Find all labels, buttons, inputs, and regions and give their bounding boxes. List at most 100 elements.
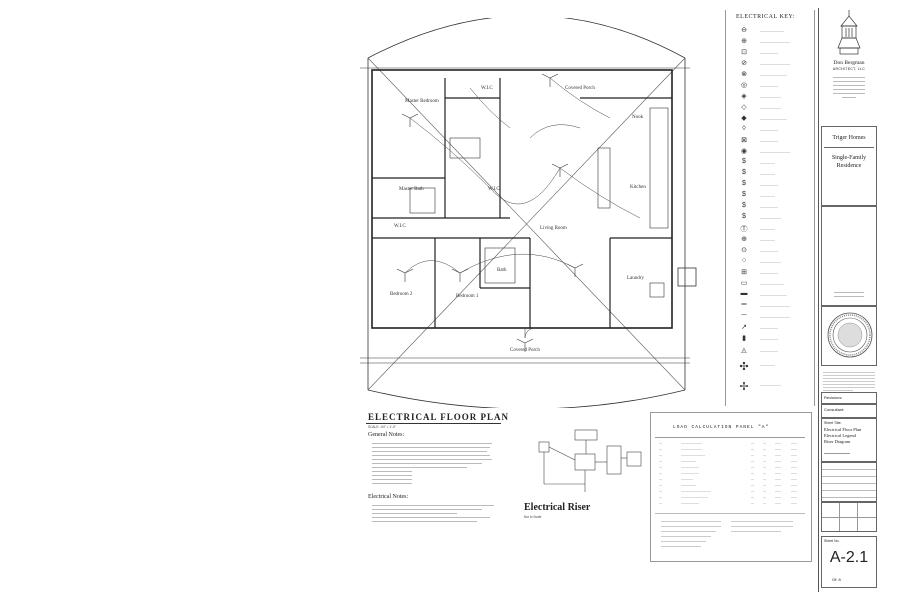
tv-outlet-icon: ◆ xyxy=(741,115,747,122)
key-row: ◈——————— xyxy=(728,92,814,102)
room-label-wic-3: W.I.C xyxy=(394,224,406,229)
riser-scale: Not to Scale xyxy=(524,515,542,519)
sheet-number-label: Sheet No. xyxy=(824,539,840,543)
electrical-notes-heading: Electrical Notes: xyxy=(368,494,409,500)
consultant-box: Consultant: xyxy=(821,404,877,418)
plan-title: ELECTRICAL FLOOR PLAN xyxy=(368,412,510,422)
ceiling-fan-icon: ✣ xyxy=(739,361,749,373)
key-row: ◬—————— xyxy=(728,346,814,356)
table-row: ————————————— xyxy=(659,501,797,505)
sheet-of: Of: 8 xyxy=(832,577,841,582)
firm-logo-cupola-icon xyxy=(837,10,861,55)
key-row: ▮—————— xyxy=(728,334,814,344)
sheet-title-line3: Riser Diagram xyxy=(824,439,851,444)
key-row: $——————— xyxy=(728,213,814,223)
panel-summary-rule xyxy=(655,513,805,514)
client-rule xyxy=(824,147,874,148)
room-label-laundry: Laundry xyxy=(627,276,644,281)
room-label-kitchen: Kitchen xyxy=(630,185,646,190)
sheet-title-line2: Electrical Legend xyxy=(824,433,856,438)
panel-summary-right xyxy=(731,517,801,532)
key-row: ◆————————— xyxy=(728,114,814,124)
key-row: ○——————— xyxy=(728,257,814,267)
room-label-bedroom-1: Bedroom 1 xyxy=(456,294,479,299)
key-row: ⊗————————— xyxy=(728,70,814,80)
recessed-light-icon: ○ xyxy=(741,257,747,264)
key-row: ═—————————— xyxy=(728,301,814,311)
sheet-title-line1: Electrical Floor Plan xyxy=(824,427,862,432)
room-label-nook: Nook xyxy=(632,115,644,120)
project-address-lines xyxy=(834,289,864,297)
notes-grid-box xyxy=(821,462,877,502)
key-row: Ⓣ————— xyxy=(728,224,814,234)
panel-table-rule xyxy=(655,437,805,438)
dimmer-switch-icon: $ xyxy=(742,191,746,198)
key-row: $————— xyxy=(728,158,814,168)
key-row: ⊞—————— xyxy=(728,268,814,278)
general-notes-heading: General Notes: xyxy=(368,432,405,438)
dryer-outlet-icon: ◈ xyxy=(741,93,747,100)
key-row: ◎—————— xyxy=(728,81,814,91)
single-switch-icon: $ xyxy=(742,158,746,165)
table-row: ———————————————— xyxy=(659,495,797,499)
room-label-wic-1: W.I.C xyxy=(481,86,493,91)
key-row: $————— xyxy=(728,169,814,179)
electrical-riser-diagram xyxy=(538,429,642,492)
seal-box xyxy=(821,306,877,366)
revisions-label: Revisions: xyxy=(824,395,843,400)
ceiling-light-icon: ⊕ xyxy=(741,236,747,243)
title-block: Don Bergman ARCHITECT, LLC Triger Homes … xyxy=(818,8,879,592)
room-label-wic-2: W.I.C xyxy=(488,187,500,192)
key-row: ⊕————— xyxy=(728,235,814,245)
electrical-floor-plan-drawing xyxy=(360,18,697,408)
key-row: ─—————————— xyxy=(728,312,814,322)
range-outlet-icon: ◎ xyxy=(740,82,748,89)
room-label-covered-porch-bottom: Covered Porch xyxy=(510,348,540,353)
telephone-icon: ◇ xyxy=(741,104,747,111)
chime-icon: ◬ xyxy=(741,347,747,354)
wall-light-icon: ⊙ xyxy=(741,247,747,254)
date-grid-box xyxy=(821,502,877,532)
client-box: Triger Homes Single-Family Residence xyxy=(821,126,877,206)
key-row: ⊕—————————— xyxy=(728,37,814,47)
sheet-number: A-2.1 xyxy=(829,549,869,566)
seal-text-lines xyxy=(823,370,875,391)
home-run-icon: ↗ xyxy=(741,324,747,331)
duplex-outlet-icon: ⊖ xyxy=(741,27,747,34)
plan-title-rule xyxy=(366,423,501,424)
key-row: ⊠—————— xyxy=(728,136,814,146)
room-label-master-bedroom: Master Bedroom xyxy=(405,99,439,104)
key-row: ◉—————————— xyxy=(728,147,814,157)
key-row: ⊖———————— xyxy=(728,26,814,36)
table-row: ————————————————— xyxy=(659,489,797,493)
electrical-key-title: ELECTRICAL KEY: xyxy=(736,14,795,20)
firm-name: Don Bergman xyxy=(833,60,865,66)
electrical-notes-lines xyxy=(372,502,502,522)
panel-table: —————————————— —————————————— ——————————… xyxy=(651,441,811,509)
key-row: ◇——————— xyxy=(728,103,814,113)
panel-title: LOAD CALCULATION PANEL "A" xyxy=(673,425,770,430)
key-row: ↗—————— xyxy=(728,323,814,333)
key-row: ⊙—————— xyxy=(728,246,814,256)
table-row: —————————————— xyxy=(659,447,797,451)
firm-subtitle: ARCHITECT, LLC xyxy=(832,67,866,71)
weatherproof-outlet-icon: ⊘ xyxy=(741,60,747,67)
firm-address-lines xyxy=(833,74,865,98)
key-row: ✣————— xyxy=(739,361,775,373)
riser-title: Electrical Riser xyxy=(524,502,591,513)
key-row: ▭———————— xyxy=(728,279,814,289)
three-way-switch-icon: $ xyxy=(742,169,746,176)
table-row: ———————————— xyxy=(659,459,797,463)
table-row: ——————————— xyxy=(659,477,797,481)
revisions-box: Revisions: xyxy=(821,392,877,404)
project-name-line1: Single-Family xyxy=(831,155,867,161)
project-address-box xyxy=(821,206,877,306)
gfi-outlet-icon: ⊕ xyxy=(741,38,747,45)
plan-scale: SCALE: 1/4" = 1'-0" xyxy=(368,425,396,429)
consultant-label: Consultant: xyxy=(824,407,845,412)
low-voltage-switch-icon: $ xyxy=(742,202,746,209)
room-label-master-bath: Master Bath xyxy=(399,187,424,192)
electrical-key-legend: ELECTRICAL KEY: ⊖———————— ⊕—————————— ⊡—… xyxy=(725,10,815,406)
fan-switch-icon: $ xyxy=(742,213,746,220)
table-row: —————————————— xyxy=(659,441,797,445)
